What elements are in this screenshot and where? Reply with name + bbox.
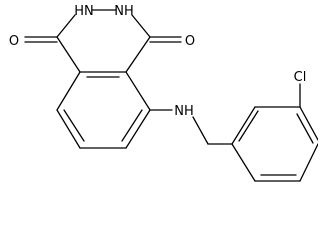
bond-c4a-c5 bbox=[125, 71, 151, 111]
atom-label-nh-right: NH bbox=[114, 4, 134, 19]
bond-ar6-ar1 bbox=[231, 143, 256, 182]
bond-n3-c4 bbox=[131, 14, 151, 38]
bond-c7-c8 bbox=[56, 109, 81, 149]
bond-c5-c6-inner bbox=[121, 109, 143, 142]
atom-label-amine-nh: NH bbox=[174, 104, 194, 119]
atom-label-oxygen-left: O bbox=[9, 34, 19, 49]
bond-nh-ch2 bbox=[192, 116, 209, 145]
bond-ar5-ar4 bbox=[299, 143, 318, 182]
bond-c1-n2 bbox=[56, 14, 76, 38]
atom-label-hn-left: HN bbox=[74, 4, 94, 19]
atom-label-chlorine: Cl bbox=[294, 70, 307, 85]
chemical-structure-diagram: HN NH O O NH Cl bbox=[9, 4, 318, 182]
bonds bbox=[24, 9, 318, 182]
bond-ar3-ar4 bbox=[299, 106, 318, 141]
atom-labels: HN NH O O NH Cl bbox=[9, 4, 306, 119]
bond-c8-c8a bbox=[56, 71, 81, 111]
bond-ar1-ar2 bbox=[231, 106, 256, 145]
bond-c4-c4a bbox=[125, 36, 151, 73]
bond-c7-c8-inner bbox=[63, 109, 85, 142]
bond-c5-c6 bbox=[125, 109, 151, 149]
atom-label-oxygen-right: O bbox=[185, 34, 195, 49]
bond-c8a-c1 bbox=[56, 36, 81, 73]
bond-ar3-ar4-inner bbox=[296, 113, 314, 144]
bond-ar1-ar2-inner bbox=[238, 110, 259, 142]
